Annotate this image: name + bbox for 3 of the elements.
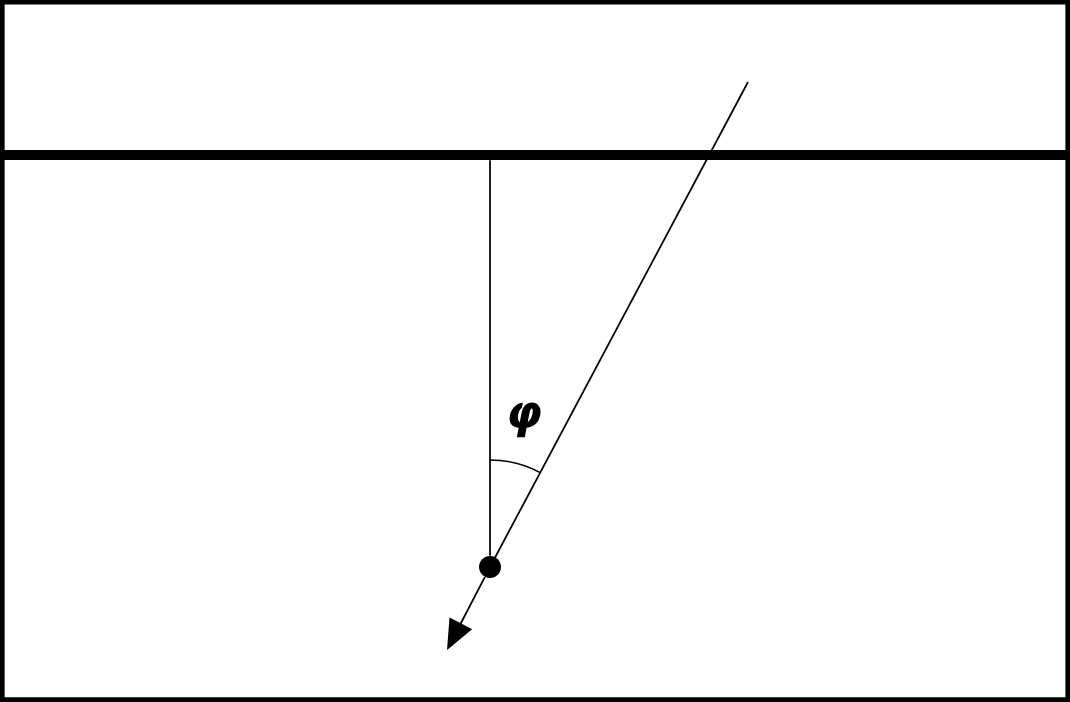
dot [479,556,501,578]
string-line [489,159,491,557]
angle-label: φ [509,402,541,438]
